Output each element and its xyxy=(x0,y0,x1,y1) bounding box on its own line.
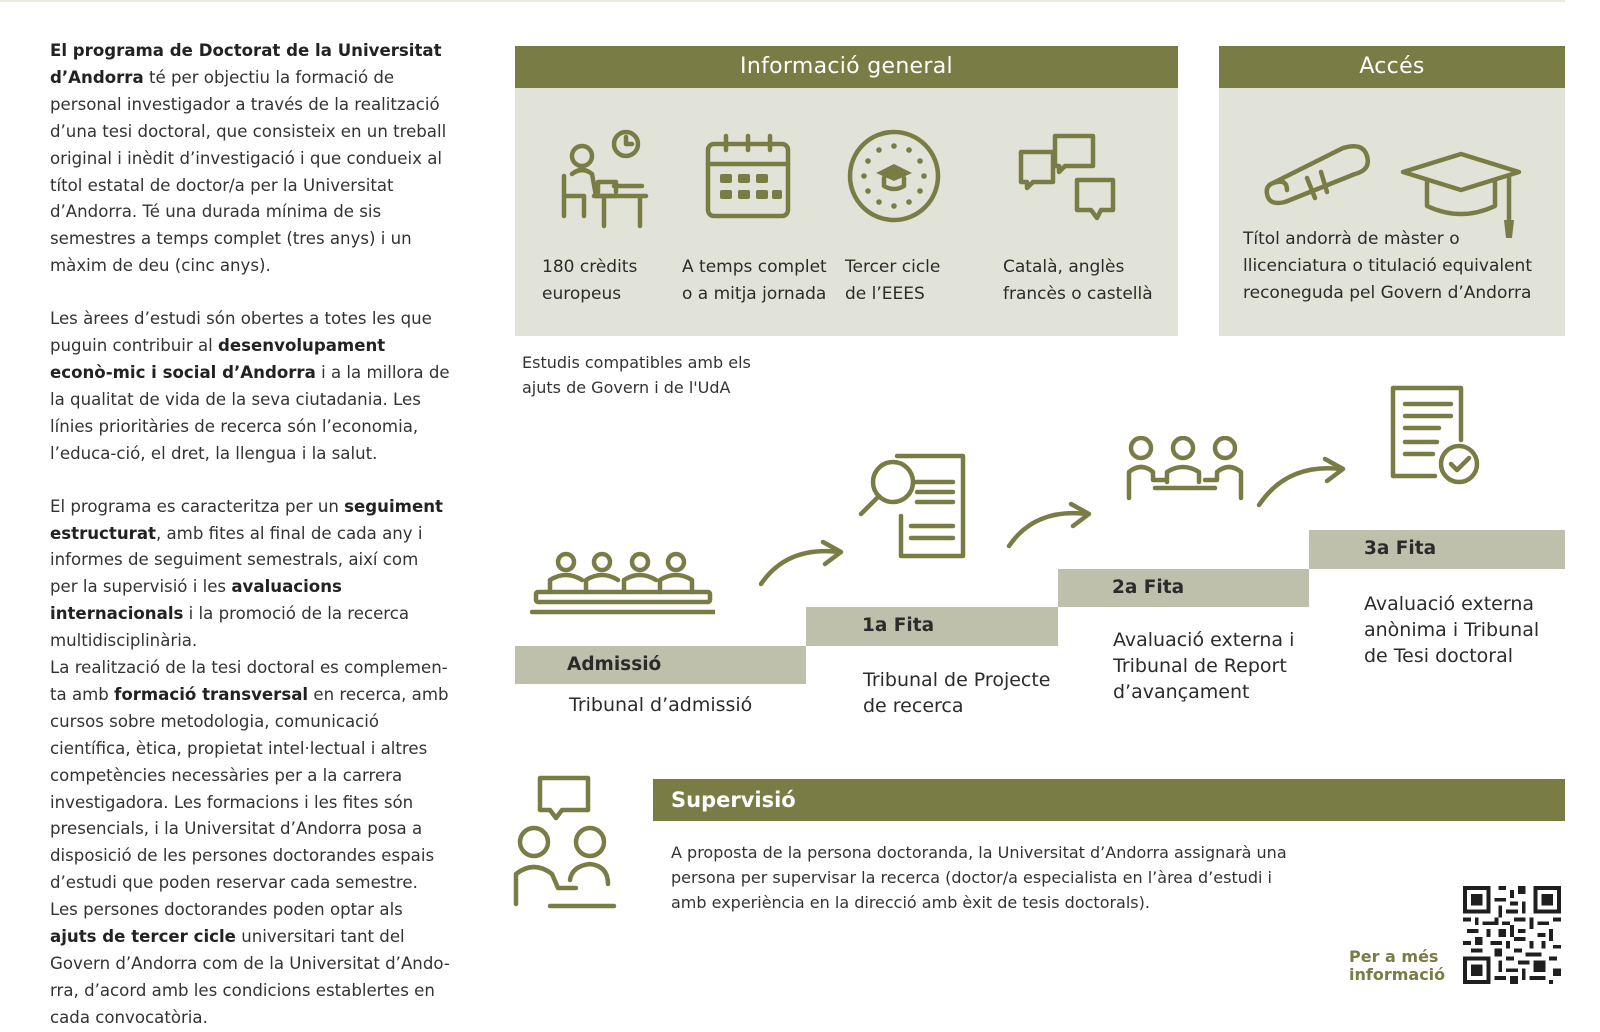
meeting-group-icon xyxy=(1126,436,1244,501)
step-label-fita-2: 2a Fita xyxy=(1112,577,1185,598)
step-bar-admissio xyxy=(515,646,806,684)
structure-paragraph: El programa es caracteritza per un segui… xyxy=(50,496,443,651)
arrow-right-icon xyxy=(1256,456,1346,508)
arrow-right-icon xyxy=(758,539,844,587)
grants-paragraph: Les persones doctorandes poden optar als… xyxy=(50,900,450,1027)
speech-bubbles-icon xyxy=(1018,133,1116,221)
document-magnifier-icon xyxy=(858,453,966,559)
intro-paragraph: El programa de Doctorat de la Universita… xyxy=(50,41,447,276)
step-bar-fita-3 xyxy=(1309,530,1565,569)
step-desc-admissio: Tribunal d’admissió xyxy=(569,694,753,716)
supervision-text: A proposta de la persona doctoranda, la … xyxy=(671,843,1287,912)
person-at-desk-clock-icon xyxy=(561,129,649,229)
areas-paragraph: Les àrees d’estudi són obertes a totes l… xyxy=(50,309,450,463)
access-title: Accés xyxy=(1219,46,1565,88)
qr-code[interactable] xyxy=(1463,886,1561,984)
diploma-scroll-icon xyxy=(1264,144,1370,206)
audience-seats-icon xyxy=(530,551,715,615)
supervision-title: Supervisió xyxy=(653,779,1565,821)
training-paragraph: La realització de la tesi doctoral es co… xyxy=(50,658,449,893)
step-bar-fita-1 xyxy=(806,607,1058,646)
calendar-icon xyxy=(705,133,791,219)
step-label-admissio: Admissió xyxy=(567,654,662,675)
graduation-cap-icon xyxy=(1400,151,1522,238)
eu-graduation-cap-icon xyxy=(847,129,941,223)
step-bar-fita-2 xyxy=(1058,569,1309,607)
top-divider xyxy=(0,0,1565,2)
step-label-fita-3: 3a Fita xyxy=(1364,538,1437,559)
step-label-fita-1: 1a Fita xyxy=(862,615,935,636)
arrow-right-icon xyxy=(1006,501,1092,549)
intro-text-column: El programa de Doctorat de la Universita… xyxy=(50,38,450,1032)
supervision-people-icon xyxy=(513,775,617,909)
approved-document-icon xyxy=(1390,385,1480,485)
general-info-title: Informació general xyxy=(515,46,1178,88)
